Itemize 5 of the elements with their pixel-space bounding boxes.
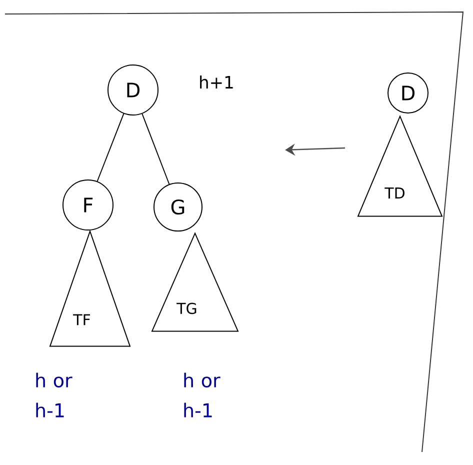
height-label: h+1 [200,76,233,88]
height-label: h or h-1 [184,372,220,418]
tree-edge [142,113,170,185]
tree-edge [96,113,124,182]
height-label: h or h-1 [36,372,72,418]
